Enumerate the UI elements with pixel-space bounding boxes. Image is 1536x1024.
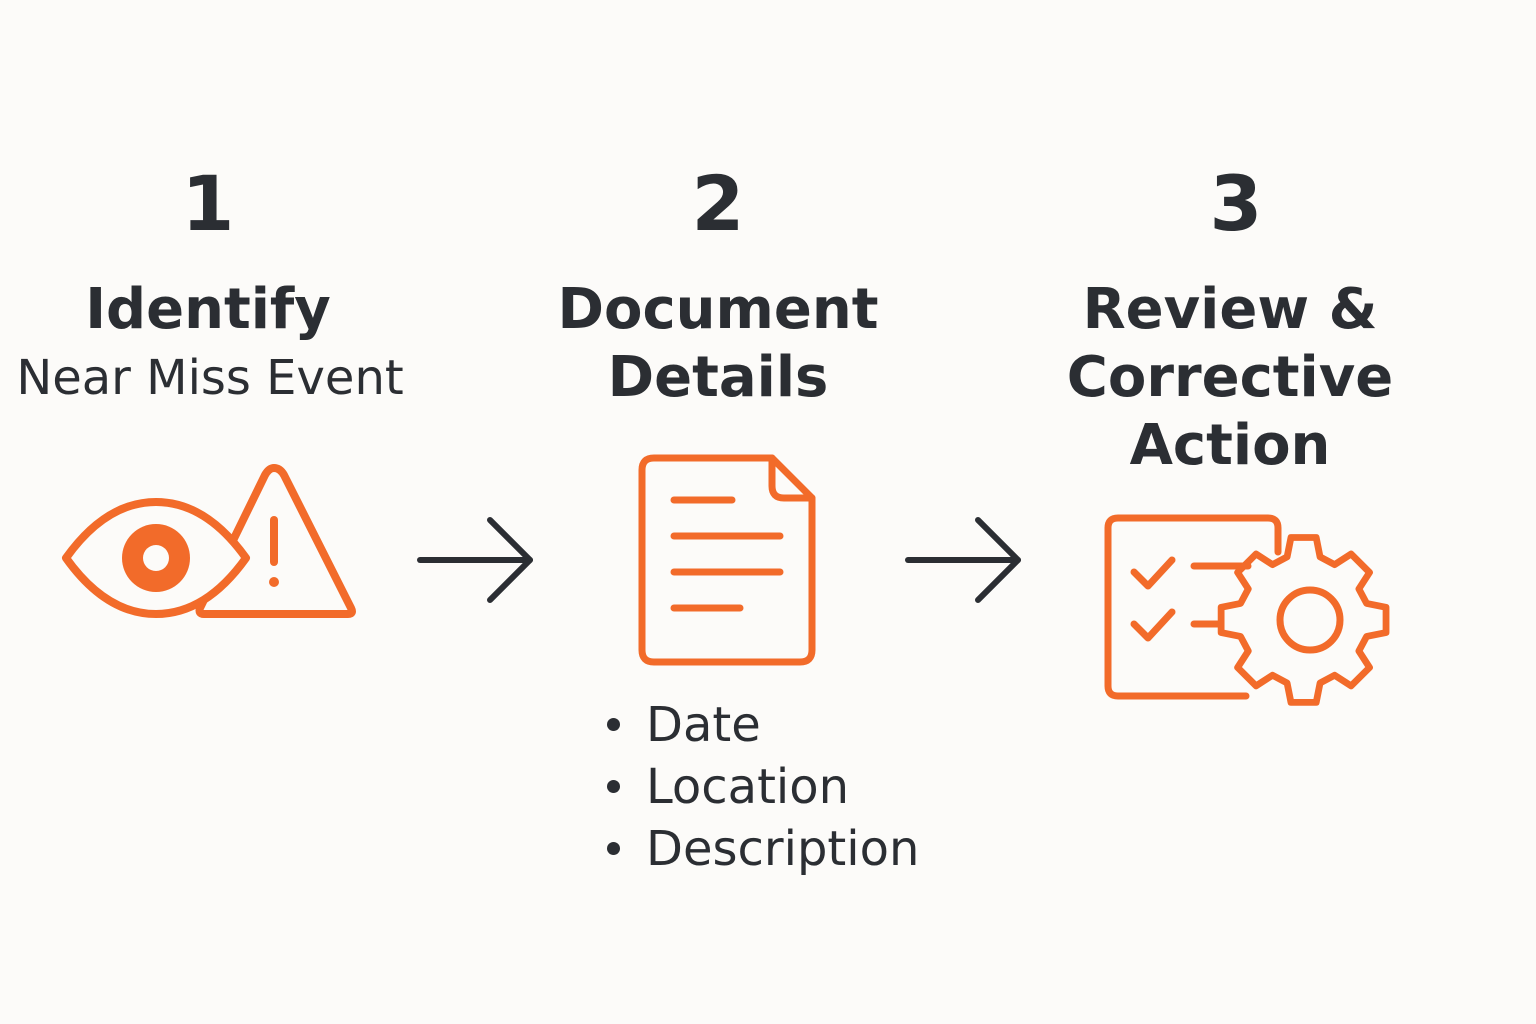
arrow-right-icon: [905, 517, 1021, 603]
step-3-title-line-2: Corrective: [1066, 345, 1394, 410]
step-3-title-line-1: Review &: [1082, 277, 1378, 342]
detail-list: Date Location Description: [604, 694, 919, 880]
list-item: Date: [604, 694, 919, 756]
list-item-label: Description: [646, 821, 920, 877]
step-1-title: Identify: [85, 277, 331, 342]
document-icon: [638, 454, 816, 666]
list-item: Description: [604, 818, 919, 880]
list-item-label: Date: [646, 697, 761, 753]
list-item-label: Location: [646, 759, 850, 815]
step-1-subtitle: Near Miss Event: [16, 350, 404, 406]
step-1-number: 1: [181, 159, 235, 248]
step-2-number: 2: [691, 159, 745, 248]
step-3-title-line-3: Action: [1129, 413, 1331, 478]
list-item: Location: [604, 756, 919, 818]
step-2-title-line-2: Details: [607, 345, 829, 410]
step-3-number: 3: [1209, 159, 1263, 248]
arrow-right-icon: [417, 517, 533, 603]
bullet-icon: [607, 718, 620, 731]
bullet-icon: [607, 842, 620, 855]
bullet-icon: [607, 780, 620, 793]
eye-warning-icon: [62, 464, 356, 618]
checklist-gear-icon: [1104, 514, 1390, 706]
step-2-title-line-1: Document: [557, 277, 879, 342]
